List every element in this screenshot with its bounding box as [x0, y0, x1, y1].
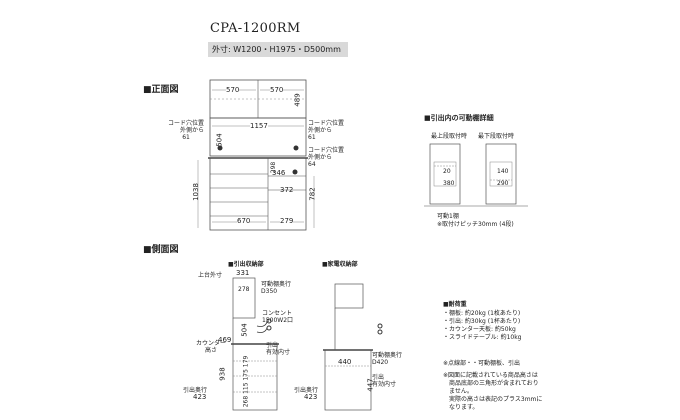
detail-note: ※取付けピッチ30mm (4段) [437, 221, 514, 228]
dim-bottom-right-width: 279 [280, 217, 294, 225]
front-view-title: ■正面図 [143, 85, 179, 95]
dim-504: 504 [240, 323, 249, 337]
note-line: なります。 [443, 404, 479, 411]
dim-423-right: 423 [304, 393, 318, 401]
dim-mid-height: 504 [215, 133, 224, 147]
dim-938: 938 [218, 367, 227, 381]
detail-val-380: 380 [443, 180, 455, 187]
side-view-title: ■側面図 [143, 245, 179, 255]
dim-bottom-left-width: 670 [237, 217, 251, 225]
note-line: ※点線部・・可動棚板、引出 [443, 360, 521, 367]
side-left-subtitle: ■引出収納部 [228, 261, 264, 268]
load-item: ・引出: 約30kg (1杯あたり) [443, 318, 521, 325]
label-bottom-mount: 最下段取付時 [478, 133, 515, 140]
dim-278: 278 [238, 286, 250, 293]
dim-right-height: 782 [308, 187, 317, 201]
drawer-detail-title: ■引出内の可動棚詳細 [424, 114, 494, 122]
back-wall [209, 117, 307, 157]
label-top-outer: 上台外寸 [198, 272, 223, 279]
notes: ※点線部・・可動棚板、引出 ※図面に記載されている商品高さは 商品底部の三角形が… [443, 360, 542, 412]
detail-val-140: 140 [497, 168, 509, 175]
dim-469: 469 [218, 336, 232, 344]
dim-440: 440 [338, 358, 352, 366]
note-line: 商品底部の三角形が含まれており [443, 380, 539, 387]
label-drawer-depth-right: 引出奥行 [294, 387, 319, 394]
label-drawer-depth-left: 引出奥行 [183, 387, 208, 394]
detail-val-290: 290 [497, 180, 509, 187]
drawer-detail-drawing [424, 143, 528, 207]
note-line: 実際の高さは表記のプラス3mmに [443, 396, 543, 403]
load-item: ・カウンター天板: 約50kg [443, 326, 516, 333]
load-capacity-list: ・棚板: 約20kg (1枚あたり) ・引出: 約30kg (1杯あたり) ・カ… [443, 310, 522, 342]
detail-note-title: 可動1棚 [437, 213, 459, 220]
load-item: ・スライドテーブル: 約10kg [443, 334, 522, 341]
note-line: ません。 [443, 388, 473, 395]
label-top-mount: 最上段取付時 [431, 133, 468, 140]
note-line: ※図面に記載されている商品高さは [443, 372, 538, 379]
label-inner-depth-right: 引出有効内寸 [372, 374, 397, 388]
dim-drawer-depths: 268 115 175 179 [242, 355, 250, 408]
dim-top-height: 489 [293, 93, 302, 107]
cord-hole-left [217, 145, 223, 151]
dim-inner-width: 1157 [250, 122, 268, 130]
side-right-subtitle: ■家電収納部 [322, 261, 358, 268]
model-title: CPA-1200RM [210, 21, 301, 36]
dim-top-left-width: 570 [226, 86, 240, 94]
dim-423-left: 423 [193, 393, 207, 401]
label-counter-height: カウンター高さ [196, 340, 227, 354]
outer-dimensions: 外寸: W1200・H1975・D500mm [208, 42, 348, 57]
detail-val-20: 20 [443, 168, 451, 175]
load-capacity-title: ■耐荷重 [443, 301, 467, 308]
dim-counter-height: 1038 [191, 183, 200, 201]
dim-drawer-width-2: 372 [280, 186, 294, 194]
label-inner-depth-left: 引出有効内寸 [266, 342, 291, 356]
dim-top-right-width: 570 [270, 86, 284, 94]
cord-hole-right [293, 145, 299, 151]
dim-331: 331 [236, 269, 250, 277]
side-view-drawing [231, 277, 383, 411]
load-item: ・棚板: 約20kg (1枚あたり) [443, 310, 521, 317]
dim-drawer-height: 298 [270, 161, 278, 174]
dim-drawer-width-1: 346 [272, 169, 286, 177]
